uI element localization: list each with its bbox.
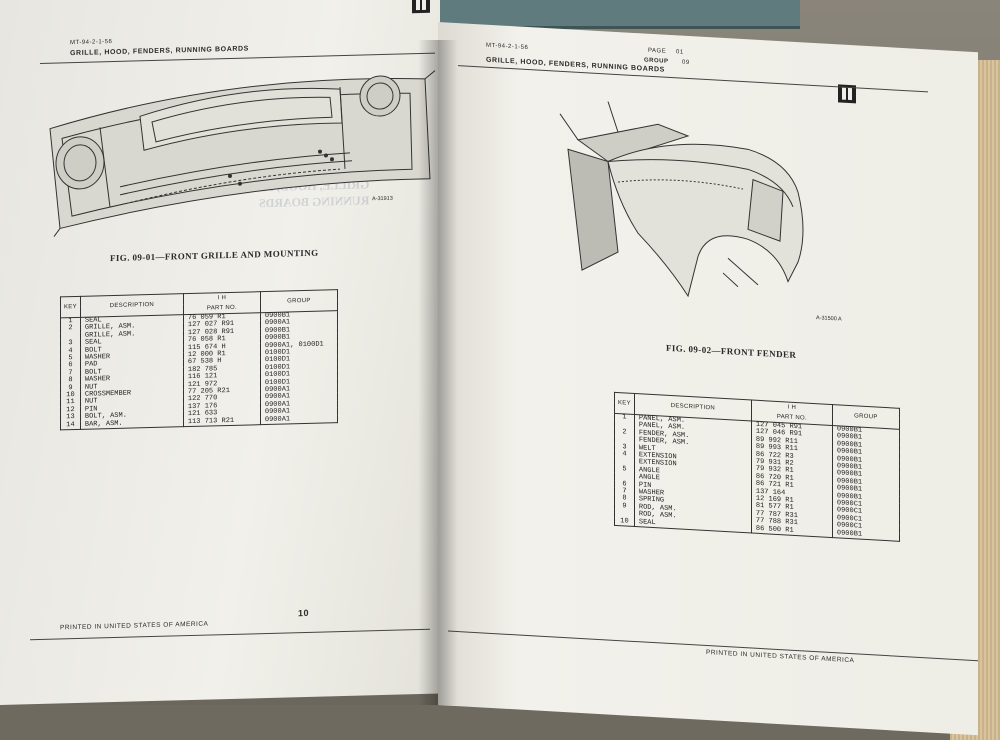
col-key: KEY xyxy=(614,392,635,415)
right-header-rule xyxy=(458,65,928,93)
right-group-value: 09 xyxy=(682,59,690,67)
right-page-label: PAGE xyxy=(648,47,667,55)
left-page: MT-94-2-1-56 GRILLE, HOOD, FENDERS, RUNN… xyxy=(0,0,440,705)
front-grille-illustration xyxy=(49,70,436,237)
left-footer: PRINTED IN UNITED STATES OF AMERICA xyxy=(60,620,209,632)
ih-logo-left xyxy=(412,0,430,14)
col-description: DESCRIPTION xyxy=(80,293,184,318)
col-group: GROUP xyxy=(260,289,338,313)
right-figure-caption: FIG. 09-02—FRONT FENDER xyxy=(666,342,797,361)
right-page: MT-94-2-1-56 GRILLE, HOOD, FENDERS, RUNN… xyxy=(438,22,978,736)
left-doc-code: MT-94-2-1-56 xyxy=(70,39,113,47)
right-footer-rule xyxy=(448,630,978,662)
left-figure-caption: FIG. 09-01—FRONT GRILLE AND MOUNTING xyxy=(110,247,319,264)
cell-key: 14 xyxy=(60,421,81,431)
cell-description: BAR, ASM. xyxy=(80,418,184,430)
cell-key: 10 xyxy=(614,517,635,527)
cell-group: 0900A1 xyxy=(260,414,338,425)
front-fender-illustration xyxy=(559,101,804,298)
right-doc-code: MT-94-2-1-56 xyxy=(486,42,529,52)
left-figure-code: A-31913 xyxy=(372,195,393,203)
right-page-value: 01 xyxy=(676,49,684,56)
col-key: KEY xyxy=(60,296,81,318)
left-page-number: 10 xyxy=(298,607,310,619)
left-section-title: GRILLE, HOOD, FENDERS, RUNNING BOARDS xyxy=(70,45,249,58)
book-spine-shadow xyxy=(418,40,458,705)
right-group-label: GROUP xyxy=(644,57,669,65)
cell-part-no: 113 713 R21 xyxy=(183,417,261,427)
binder-bar xyxy=(440,0,800,29)
